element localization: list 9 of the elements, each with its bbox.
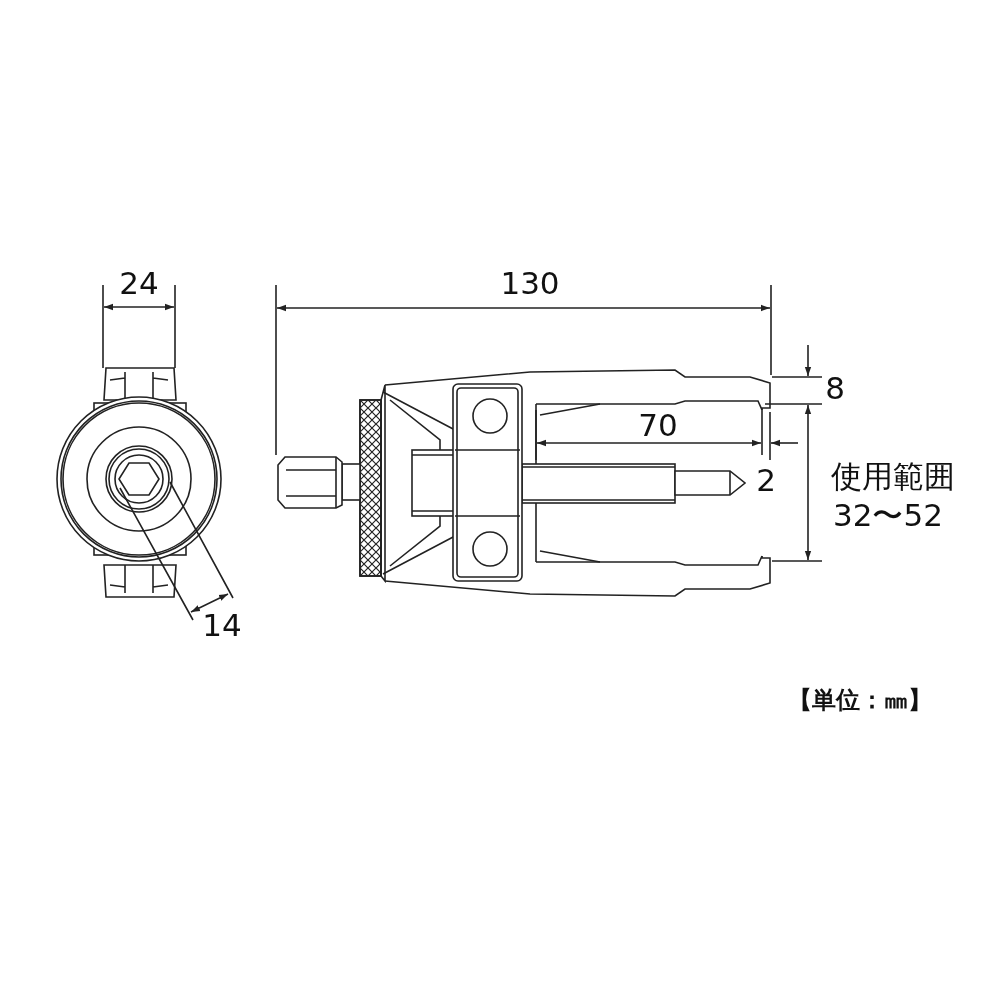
dimension-label: 24: [119, 267, 159, 299]
dimension-label: 8: [825, 372, 845, 404]
range-value: 32〜52: [833, 499, 943, 531]
dimension-label: 130: [500, 267, 560, 299]
range-label: 使用範囲: [831, 460, 955, 492]
dimension-label: 70: [638, 409, 678, 441]
unit-note: 【単位：㎜】: [788, 688, 932, 712]
dimension-label: 2: [756, 464, 776, 496]
dimension-label: 14: [202, 609, 242, 641]
